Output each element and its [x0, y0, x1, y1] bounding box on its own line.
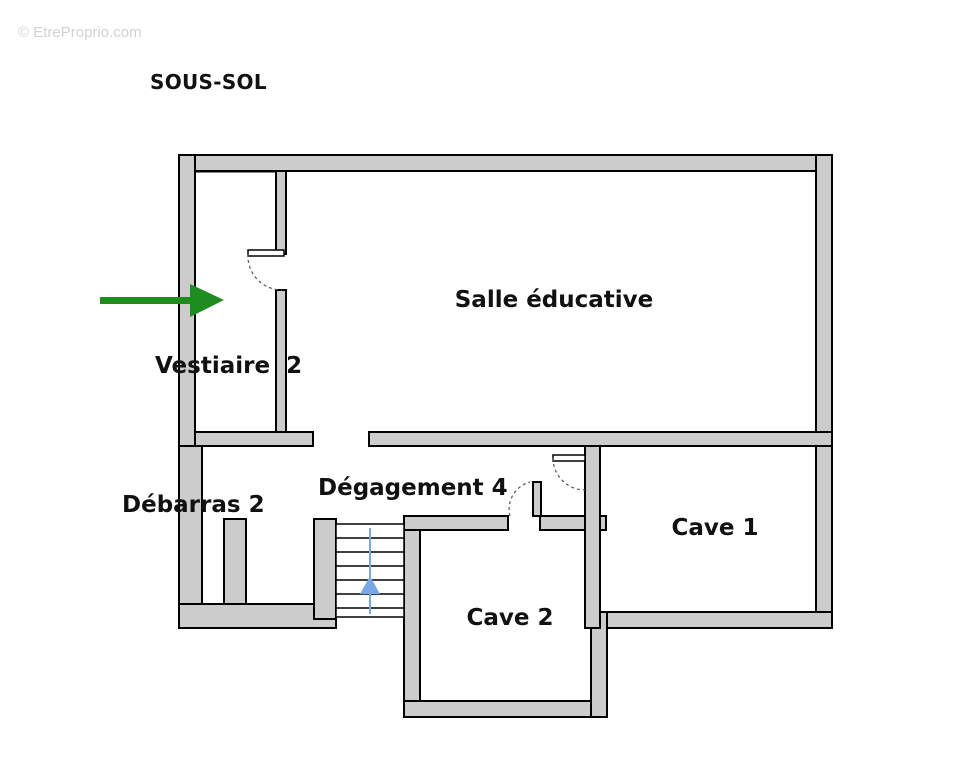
wall-top — [178, 154, 833, 172]
arrow-right-icon — [100, 284, 224, 317]
door-swing — [508, 481, 531, 517]
watermark: © EtreProprio.com — [18, 24, 142, 41]
room-label-salle: Salle éducative — [455, 287, 654, 313]
door-leaf — [247, 249, 285, 257]
wall-cave2-top-left — [403, 515, 509, 531]
wall-debarras-pillar — [223, 518, 247, 605]
walls — [178, 154, 833, 718]
room-label-vestiaire: Vestiaire 2 — [155, 353, 302, 379]
wall-cave2-bottom — [403, 700, 608, 718]
wall-degagement-jamb — [532, 481, 542, 517]
wall-cave2-left — [403, 515, 421, 718]
entrance-arrow-shaft — [100, 297, 196, 304]
wall-salle-bottom-right — [368, 431, 833, 447]
wall-debarras-left — [178, 445, 203, 605]
door-cave2 — [508, 481, 531, 517]
room-label-degagement: Dégagement 4 — [318, 475, 508, 501]
door-swing — [552, 457, 586, 491]
wall-salle-bottom-left — [194, 431, 314, 447]
wall-vestiaire-inner — [194, 170, 277, 173]
wall-cave1-left — [584, 439, 601, 629]
arrow-up-icon — [360, 576, 380, 594]
floor-title: SOUS-SOL — [150, 70, 267, 94]
wall-right — [815, 154, 833, 629]
staircase — [335, 523, 405, 618]
room-label-cave1: Cave 1 — [671, 515, 758, 541]
door-cave1 — [552, 454, 586, 491]
wall-bottom-right — [599, 611, 833, 629]
room-label-cave2: Cave 2 — [466, 605, 553, 631]
door-leaf — [552, 454, 586, 462]
wall-bottom-left — [178, 603, 337, 629]
room-label-debarras: Débarras 2 — [122, 492, 265, 518]
door-vestiaire — [247, 249, 285, 291]
entrance-arrow-head — [190, 284, 224, 317]
wall-debarras-right — [313, 518, 337, 620]
wall-vestiaire-right-top — [275, 170, 287, 255]
door-swing — [247, 253, 283, 291]
